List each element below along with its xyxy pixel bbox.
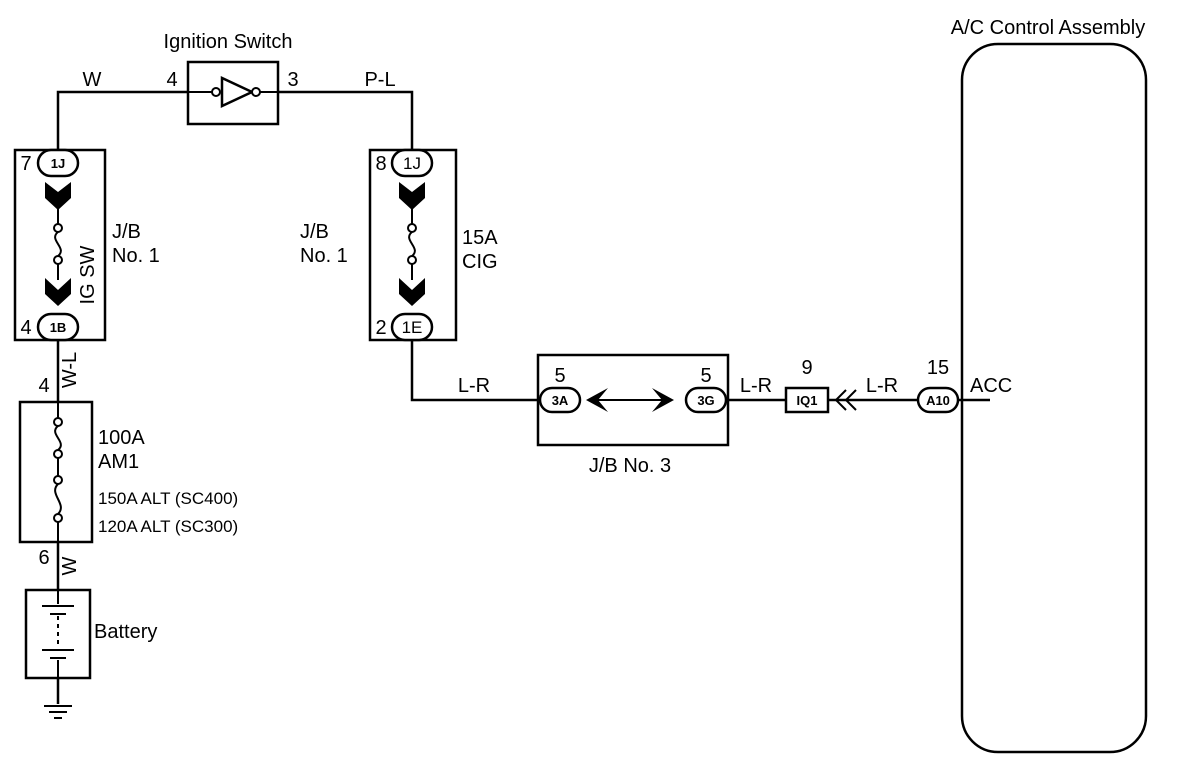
- wire-label-lr-2: L-R: [740, 375, 772, 397]
- svg-text:1J: 1J: [403, 154, 421, 173]
- jb1-left-pin-7: 7: [20, 153, 31, 175]
- fusible-link-box: [18, 400, 94, 544]
- alt-sc400: 150A ALT (SC400): [98, 489, 238, 508]
- wire-w-top: [56, 90, 188, 150]
- svg-text:1B: 1B: [50, 320, 67, 335]
- junction-iq1: 9 IQ1: [784, 357, 857, 414]
- connector-1j-right: [390, 148, 434, 178]
- ig-sw-label: IG SW: [77, 245, 99, 304]
- iq1-connector-box: [784, 386, 830, 414]
- svg-text:1E: 1E: [402, 318, 423, 337]
- connector-arrow-icon: [45, 182, 71, 210]
- connector-arrow-icon: [45, 278, 71, 306]
- jb1-left-pin-4: 4: [20, 317, 31, 339]
- switch-contact-icon: [220, 76, 255, 108]
- iq1-pin: 9: [801, 357, 812, 379]
- ignition-pin-4: 4: [166, 69, 177, 91]
- jb3: 5 5 3A 3G: [536, 353, 730, 447]
- connector-chevron-icon: [834, 389, 857, 411]
- ignition-pin-3: 3: [287, 69, 298, 91]
- wire-lr-1: [410, 340, 538, 402]
- fuse-cig-label: CIG: [462, 251, 498, 273]
- ac-control-box: [960, 42, 1148, 754]
- connector-1j-left: [36, 148, 80, 178]
- jb3-pin-right: 5: [700, 365, 711, 387]
- alt-sc300: 120A ALT (SC300): [98, 517, 238, 536]
- fusible-link-block: [18, 400, 94, 544]
- wire-label-w-top: W: [83, 69, 102, 91]
- battery: [24, 588, 92, 719]
- ac-control-assembly: A/C Control Assembly 15 A10 ACC: [916, 17, 1148, 754]
- svg-text:1J: 1J: [51, 156, 65, 171]
- wire-label-w-bottom: W: [59, 556, 81, 575]
- fuse-15a-label: 15A: [462, 227, 498, 249]
- am1-name: AM1: [98, 451, 139, 473]
- jb3-box: [536, 353, 730, 447]
- jb1-left-box: [13, 148, 107, 342]
- jb1-right-label-1: J/B: [300, 221, 329, 243]
- jb1-left-label-2: No. 1: [112, 245, 160, 267]
- svg-text:3G: 3G: [697, 393, 714, 408]
- jb3-label: J/B No. 3: [589, 455, 671, 477]
- fusible-link-icon: [54, 425, 62, 451]
- wire-label-pl-top: P-L: [364, 69, 395, 91]
- ac-pin-15: 15: [927, 357, 949, 379]
- connector-3g: [684, 386, 728, 414]
- wire-label-4-bottom: 4: [38, 375, 49, 397]
- acc-terminal-label: ACC: [970, 375, 1012, 397]
- wire-label-wl: W-L: [59, 352, 81, 388]
- connector-arrow-icon: [399, 278, 425, 306]
- connector-1e: [390, 312, 434, 342]
- connector-arrow-icon: [652, 388, 674, 412]
- connector-arrow-icon: [399, 182, 425, 210]
- wire-label-6: 6: [38, 547, 49, 569]
- connector-1b: [36, 312, 80, 342]
- connector-a10: [916, 386, 960, 414]
- wire-label-lr-1: L-R: [458, 375, 490, 397]
- svg-text:A10: A10: [926, 393, 950, 408]
- connector-arrow-icon: [586, 388, 608, 412]
- jb1-left: 1J 7 1B 4 IG SW: [13, 148, 107, 342]
- ac-control-label: A/C Control Assembly: [951, 17, 1146, 39]
- fuse-icon: [408, 231, 416, 257]
- fuse-icon: [54, 231, 62, 257]
- svg-text:IQ1: IQ1: [797, 393, 818, 408]
- svg-text:3A: 3A: [552, 393, 569, 408]
- ignition-switch: Ignition Switch 4 3: [164, 31, 299, 126]
- fusible-link-icon: [54, 483, 62, 515]
- ignition-switch-label: Ignition Switch: [164, 31, 293, 53]
- wire-label-lr-3: L-R: [866, 375, 898, 397]
- am1-rating: 100A: [98, 427, 145, 449]
- jb1-right-pin-2: 2: [375, 317, 386, 339]
- connector-3a: [538, 386, 582, 414]
- jb1-right-pin-8: 8: [375, 153, 386, 175]
- jb1-right: 1J 8 1E 2: [368, 148, 458, 342]
- jb3-pin-left: 5: [554, 365, 565, 387]
- wire-pl-top: [278, 90, 414, 150]
- battery-label: Battery: [94, 621, 157, 643]
- jb1-left-label-1: J/B: [112, 221, 141, 243]
- wires: [56, 90, 990, 590]
- jb1-right-label-2: No. 1: [300, 245, 348, 267]
